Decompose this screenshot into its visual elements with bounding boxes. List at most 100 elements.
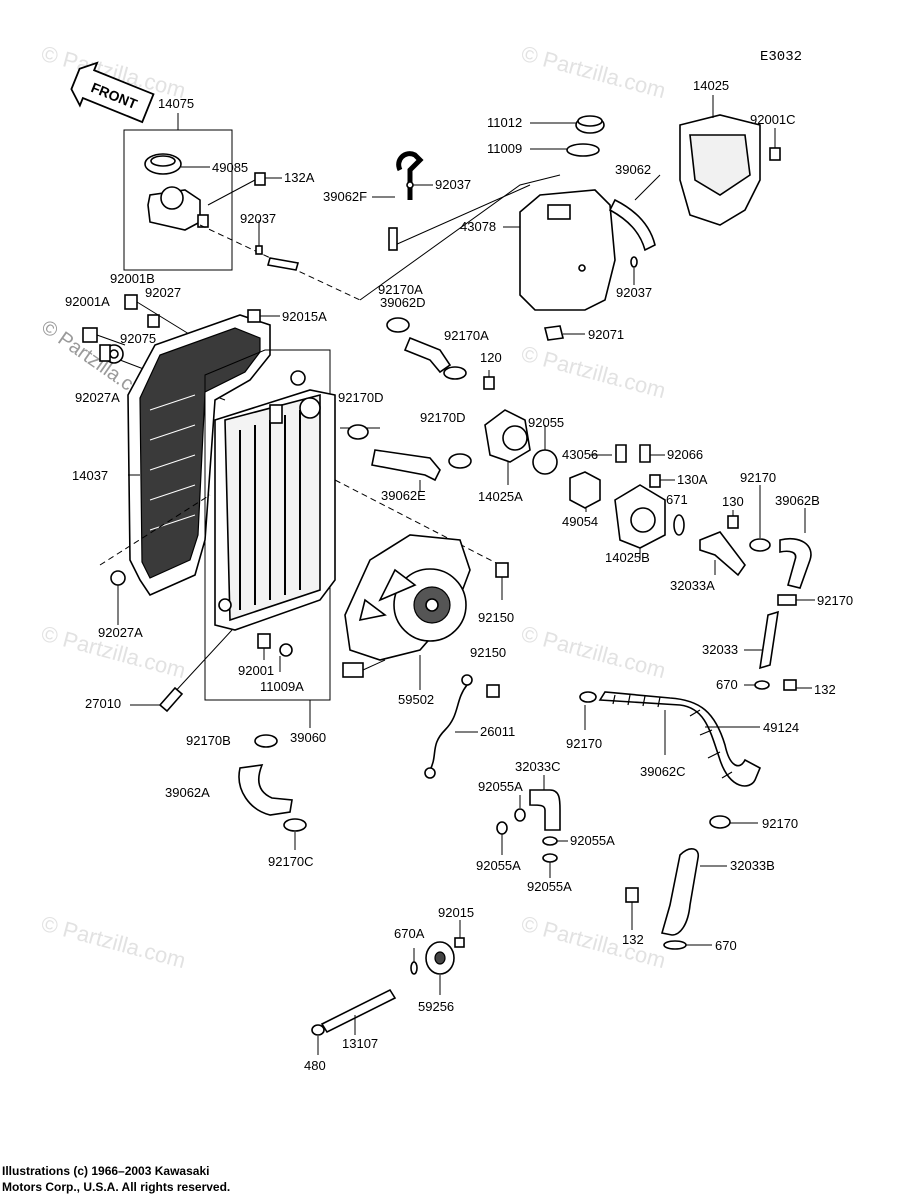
part-label: 32033B	[730, 858, 775, 873]
part-label: 14025	[693, 78, 729, 93]
part-label: 39062	[615, 162, 651, 177]
part-label: 92037	[435, 177, 471, 192]
part-label: 130A	[677, 472, 708, 487]
part-label: 92170	[740, 470, 776, 485]
diagram-code: E3032	[760, 49, 802, 65]
part-label: 49054	[562, 514, 598, 529]
part-label: 671	[666, 492, 688, 507]
watermark: © Partzilla.com	[519, 41, 669, 104]
part-label: 39062D	[380, 295, 426, 310]
part-label: 92015A	[282, 309, 327, 324]
part-label: 39062C	[640, 764, 686, 779]
part-label: 32033	[702, 642, 738, 657]
part-label: 92170	[566, 736, 602, 751]
radiator-cap-group	[123, 113, 361, 301]
copyright-line-1: Illustrations (c) 1966–2003 Kawasaki	[2, 1164, 209, 1178]
part-label: 92066	[667, 447, 703, 462]
impeller-shaft	[311, 920, 465, 1055]
part-label: 92075	[120, 331, 156, 346]
upper-hose-d	[386, 317, 467, 380]
part-label: 92001A	[65, 294, 110, 309]
pipe-group-right	[699, 485, 815, 606]
radiator-shroud	[99, 309, 280, 625]
corrugated-hose	[579, 691, 762, 829]
part-label: 670	[715, 938, 737, 953]
part-label: 92055A	[478, 779, 523, 794]
watermark: © Partzilla.com	[519, 621, 669, 684]
watermark: © Partzilla.com	[519, 341, 669, 404]
part-label: 92055	[528, 415, 564, 430]
radiator-core	[130, 349, 501, 728]
part-label: 92055A	[570, 833, 615, 848]
pump-cluster	[569, 444, 685, 558]
part-label: 480	[304, 1058, 326, 1073]
part-label: 92027A	[75, 390, 120, 405]
part-label: 14037	[72, 468, 108, 483]
reservoir-group	[359, 115, 661, 341]
copyright-line-2: Motors Corp., U.S.A. All rights reserved…	[2, 1180, 230, 1194]
part-label: 92055A	[476, 858, 521, 873]
part-label: 49124	[763, 720, 799, 735]
part-label: 11012	[487, 115, 522, 130]
part-label: 92150	[478, 610, 514, 625]
part-label: 13107	[342, 1036, 378, 1051]
part-label: 132A	[284, 170, 315, 185]
watermark: © Partzilla.com	[39, 911, 189, 974]
part-label: 14025B	[605, 550, 650, 565]
part-label: 92001	[238, 663, 274, 678]
part-label: 92170A	[444, 328, 489, 343]
part-label: 43078	[460, 219, 496, 234]
part-label: 39062B	[775, 493, 820, 508]
part-label: 92170	[817, 593, 853, 608]
part-label: 92055A	[527, 879, 572, 894]
watermark: © Partzilla.com	[519, 911, 669, 974]
pipe-32033b	[625, 848, 727, 950]
part-label: 14025A	[478, 489, 523, 504]
part-label: 39060	[290, 730, 326, 745]
part-label: 32033A	[670, 578, 715, 593]
part-label: 132	[814, 682, 836, 697]
part-label: 14075	[158, 96, 194, 111]
elbow-32033c	[496, 775, 568, 878]
hose-39062e	[347, 424, 472, 492]
part-label: 92170D	[420, 410, 466, 425]
cover-14025	[679, 95, 781, 226]
part-label: 26011	[480, 724, 515, 739]
part-label: 92170C	[268, 854, 314, 869]
part-label: 92037	[240, 211, 276, 226]
part-label: 132	[622, 932, 644, 947]
part-label: 670A	[394, 926, 425, 941]
ground-wire	[424, 674, 478, 779]
thermostat-housing	[483, 370, 558, 485]
pipe-32033	[744, 610, 812, 691]
part-label: 92071	[588, 327, 624, 342]
part-label: 670	[716, 677, 738, 692]
lower-hose-group	[238, 734, 307, 850]
part-label: 27010	[85, 696, 121, 711]
part-label: 120	[480, 350, 502, 365]
part-label: 92027	[145, 285, 181, 300]
part-label: 39062A	[165, 785, 210, 800]
part-label: 39062E	[381, 488, 426, 503]
part-label: 11009A	[260, 679, 304, 694]
part-label: 59502	[398, 692, 434, 707]
part-label: 92001B	[110, 271, 155, 286]
part-label: 92001C	[750, 112, 796, 127]
part-label: 130	[722, 494, 744, 509]
part-label: 92170D	[338, 390, 384, 405]
part-label: 92170A	[378, 282, 423, 297]
part-label: 59256	[418, 999, 454, 1014]
part-label: 92170B	[186, 733, 231, 748]
part-label: 32033C	[515, 759, 561, 774]
fan-assembly	[342, 534, 509, 698]
part-label: 92037	[616, 285, 652, 300]
part-label: 92015	[438, 905, 474, 920]
part-label: 39062F	[323, 189, 367, 204]
part-label: 92027A	[98, 625, 143, 640]
part-label: 49085	[212, 160, 248, 175]
part-label: 43056	[562, 447, 598, 462]
part-label: 11009	[487, 141, 522, 156]
part-label: 92170	[762, 816, 798, 831]
part-label: 92150	[470, 645, 506, 660]
